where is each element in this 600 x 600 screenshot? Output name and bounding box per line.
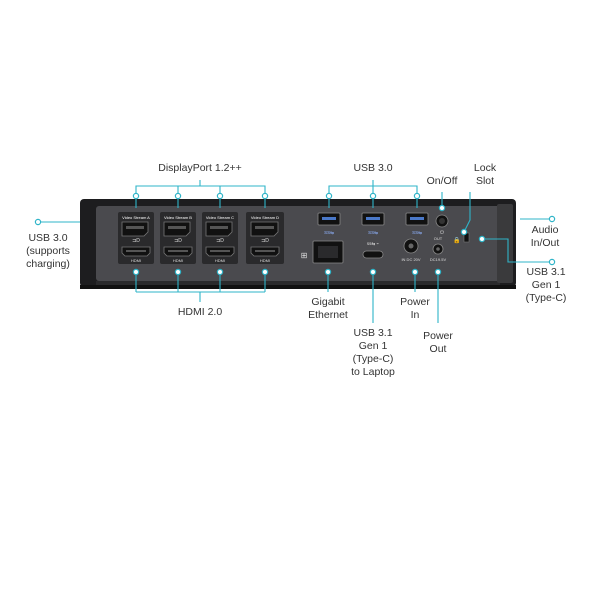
usb-a-port-2[interactable]	[361, 212, 385, 226]
hdmi-port-c[interactable]	[205, 246, 235, 257]
usb-a-port-1[interactable]	[317, 212, 341, 226]
onoff-label: On/Off	[426, 175, 458, 187]
stream-label-d: Video Stream D	[251, 215, 279, 220]
usb30-left-label-line-1: USB 3.0	[28, 232, 68, 244]
usb31-right-label: USB 3.1 Gen 1 (Type-C)	[518, 266, 574, 305]
hdmi-port-b[interactable]	[163, 246, 193, 257]
usb31-right-label-line-3: (Type-C)	[525, 292, 567, 304]
gigabit-label-line-2: Ethernet	[308, 309, 348, 321]
power-out-label: Power Out	[413, 330, 463, 356]
lock-slot-label-line-2: Slot	[475, 175, 495, 187]
stream-label-a: Video Stream A	[122, 215, 150, 220]
video-port-group-a: Video Stream A ⊐D HDMI	[118, 212, 154, 264]
stream-label-c: Video Stream C	[206, 215, 234, 220]
dp-icon-a: ⊐D	[132, 238, 140, 244]
usb31-right-label-line-2: Gen 1	[531, 279, 561, 291]
power-in-label-line-1: Power	[400, 296, 430, 308]
hdmi20-label: HDMI 2.0	[177, 306, 223, 318]
dp-icon-b: ⊐D	[174, 238, 182, 244]
usb30-top-label: USB 3.0	[353, 162, 393, 174]
displayport-b[interactable]	[163, 221, 191, 237]
ethernet-port[interactable]	[312, 240, 344, 264]
audio-label-line-2: In/Out	[530, 237, 560, 249]
usb31-right-label-line-1: USB 3.1	[526, 266, 566, 278]
callout-lines	[38, 180, 552, 323]
lock-slot-label-line-1: Lock	[473, 162, 497, 174]
displayport-a[interactable]	[121, 221, 149, 237]
usb-a-port-3[interactable]	[405, 212, 429, 226]
ss-usb-icon-3: SS⇆	[412, 230, 422, 235]
hdmi-port-a[interactable]	[121, 246, 151, 257]
hdmi-label-b: HDMI	[173, 258, 183, 263]
dc-in-label: IN DC 20V	[401, 257, 420, 262]
usb31-laptop-label-line-3: (Type-C)	[352, 353, 394, 365]
video-port-group-d: Video Stream D ⊐D HDMI	[246, 212, 284, 264]
hdmi-label-d: HDMI	[260, 258, 270, 263]
ss-usb-icon-1: SS⇆	[324, 230, 334, 235]
usb31-laptop-label-line-4: to Laptop	[351, 366, 395, 378]
callout-dots	[34, 192, 556, 276]
power-out-label-line-1: Power	[423, 330, 453, 342]
lock-slot-label: Lock Slot	[465, 162, 505, 188]
usb30-left-label: USB 3.0 (supports charging)	[18, 232, 78, 271]
usb-c-laptop-icon: ss⇆ ⌁	[367, 241, 380, 246]
hdmi-label-c: HDMI	[215, 258, 225, 263]
dp-icon-c: ⊐D	[216, 238, 224, 244]
gigabit-label-line-1: Gigabit	[311, 296, 345, 308]
power-icon: ⏻	[440, 230, 444, 236]
usb31-laptop-label: USB 3.1 Gen 1 (Type-C) to Laptop	[343, 327, 403, 379]
video-port-group-b: Video Stream B ⊐D HDMI	[160, 212, 196, 264]
stream-label-b: Video Stream B	[164, 215, 192, 220]
gigabit-label: Gigabit Ethernet	[298, 296, 358, 322]
dc-out-label-2: DC19.5V	[430, 257, 447, 262]
displayport-c[interactable]	[205, 221, 233, 237]
audio-label-line-1: Audio	[531, 224, 559, 236]
power-in-label: Power In	[390, 296, 440, 322]
lock-icon: 🔒	[453, 236, 460, 244]
displayport-d[interactable]	[250, 221, 279, 237]
video-port-group-c: Video Stream C ⊐D HDMI	[202, 212, 238, 264]
power-button[interactable]	[435, 214, 449, 228]
network-icon: ⊞	[301, 251, 308, 260]
usb-c-laptop-port[interactable]	[362, 250, 384, 259]
audio-label: Audio In/Out	[520, 224, 570, 250]
hdmi-label-a: HDMI	[131, 258, 141, 263]
usb31-laptop-label-line-1: USB 3.1	[353, 327, 393, 339]
ss-usb-icon-2: SS⇆	[368, 230, 378, 235]
power-out-label-line-2: Out	[429, 343, 447, 355]
hdmi-port-d[interactable]	[250, 246, 280, 257]
usb30-left-label-line-2: (supports	[26, 245, 70, 257]
usb30-left-label-line-3: charging)	[26, 258, 70, 270]
power-in-label-line-2: In	[410, 309, 420, 321]
power-out-port[interactable]	[432, 243, 444, 255]
dp-icon-d: ⊐D	[261, 238, 269, 244]
dc-out-label-1: OUT	[434, 236, 443, 241]
usb31-laptop-label-line-2: Gen 1	[358, 340, 388, 352]
power-in-port[interactable]	[403, 238, 419, 254]
displayport-label: DisplayPort 1.2++	[158, 162, 242, 174]
